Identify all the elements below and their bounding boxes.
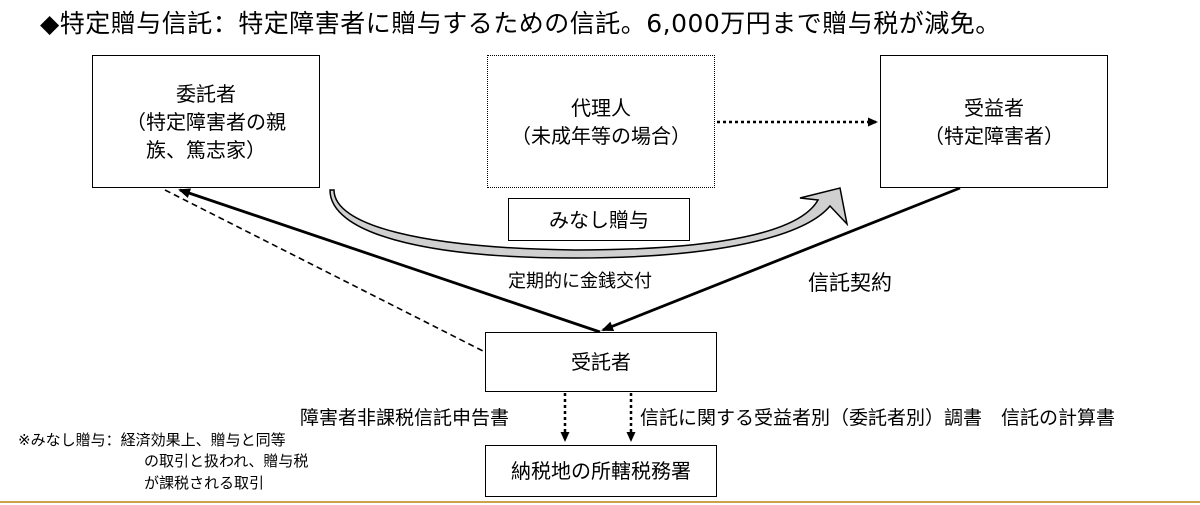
beneficiary-title: 受益者 xyxy=(964,95,1024,120)
arrow-trust-contract xyxy=(601,186,961,332)
truster-desc-2: 族、篤志家） xyxy=(146,137,266,162)
curved-minashi-arrow xyxy=(329,187,849,259)
beneficiary-desc: （特定障害者） xyxy=(924,123,1064,148)
report-right-label: 信託に関する受益者別（委託者別）調書 信託の計算書 xyxy=(640,407,1116,429)
footnote-line-3: が課税される取引 xyxy=(144,473,265,492)
bottom-accent-line xyxy=(0,501,1200,503)
footnote-line-2: の取引と扱われ、贈与税 xyxy=(144,452,309,471)
truster-desc-1: （特定障害者の親 xyxy=(126,109,286,134)
minashi-box: みなし贈与 xyxy=(508,198,690,241)
report-left-label: 障害者非課税信託申告書 xyxy=(300,407,510,429)
periodic-payment-label: 定期的に金銭交付 xyxy=(508,271,652,292)
trust-contract-label: 信託契約 xyxy=(808,271,892,295)
agent-desc: （未成年等の場合） xyxy=(511,123,691,148)
footnote: ※みなし贈与：経済効果上、贈与と同等 の取引と扱われ、贈与税 が課税される取引 xyxy=(18,430,308,494)
trustee-label: 受託者 xyxy=(571,350,631,374)
trustee-box: 受託者 xyxy=(485,332,717,392)
agent-title: 代理人 xyxy=(571,95,631,120)
minashi-label: みなし贈与 xyxy=(549,207,649,232)
tax-office-box: 納税地の所轄税務署 xyxy=(485,445,717,497)
arrow-periodic-payment xyxy=(178,188,601,334)
agent-box: 代理人 （未成年等の場合） xyxy=(487,55,715,188)
beneficiary-box: 受益者 （特定障害者） xyxy=(880,55,1108,188)
truster-title: 委託者 xyxy=(176,81,236,106)
truster-box: 委託者 （特定障害者の親 族、篤志家） xyxy=(92,55,320,188)
tax-office-label: 納税地の所轄税務署 xyxy=(511,459,691,483)
page-title: ◆特定贈与信託：特定障害者に贈与するための信託。6,000万円まで贈与税が減免。 xyxy=(40,9,1001,38)
footnote-line-1: ※みなし贈与：経済効果上、贈与と同等 xyxy=(18,431,286,449)
